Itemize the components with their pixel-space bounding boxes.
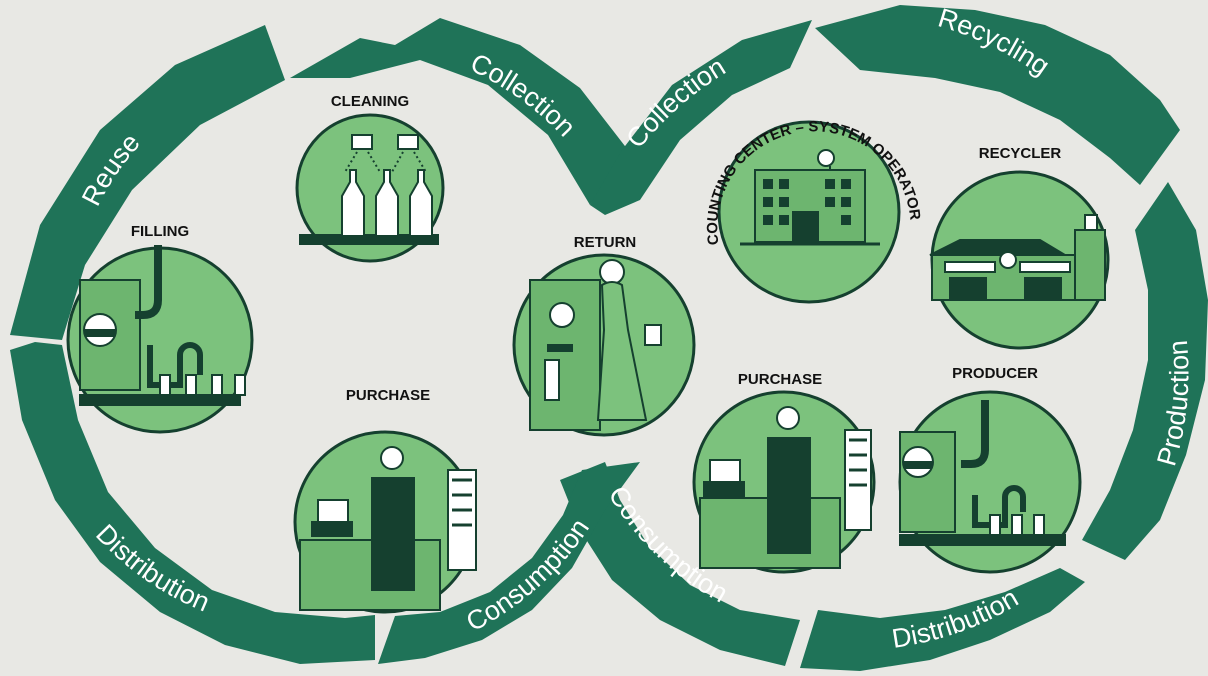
recycling-plant-icon bbox=[929, 214, 1106, 301]
recycler-label: RECYCLER bbox=[979, 145, 1062, 162]
bottle-cleaning-icon bbox=[299, 134, 439, 245]
arrow-band bbox=[10, 5, 1208, 671]
return-station bbox=[512, 253, 696, 437]
collection-left-arrow bbox=[290, 18, 628, 205]
counting-center-station bbox=[717, 120, 901, 304]
producer-label: PRODUCER bbox=[952, 365, 1038, 382]
reuse-arrow bbox=[10, 25, 285, 340]
producer-station bbox=[898, 390, 1082, 574]
consumption-right-arrow bbox=[560, 462, 800, 666]
cleaning-station bbox=[295, 113, 445, 263]
collection-right-arrow bbox=[590, 20, 812, 215]
filling-station bbox=[66, 245, 254, 434]
cleaning-label: CLEANING bbox=[331, 93, 409, 110]
return-label: RETURN bbox=[574, 234, 637, 251]
purchase-right-label: PURCHASE bbox=[738, 371, 822, 388]
cashier-icon bbox=[299, 446, 477, 611]
bottling-machine-icon bbox=[899, 400, 1066, 546]
cashier-icon bbox=[699, 406, 872, 569]
purchase-right-station bbox=[692, 390, 876, 574]
office-building-icon bbox=[740, 149, 880, 246]
recycling-arrow bbox=[815, 5, 1180, 185]
production-arrow bbox=[1082, 182, 1208, 560]
distribution-right-arrow bbox=[800, 568, 1085, 671]
recycler-station bbox=[929, 170, 1110, 350]
filling-machine-icon bbox=[79, 245, 246, 406]
consumption-left-label: Consumption bbox=[461, 513, 595, 637]
consumption-left-arrow bbox=[378, 462, 640, 664]
reverse-vending-icon bbox=[529, 259, 662, 431]
distribution-left-arrow bbox=[10, 342, 375, 664]
purchase-left-label: PURCHASE bbox=[346, 387, 430, 404]
purchase-left-station bbox=[293, 430, 477, 614]
filling-label: FILLING bbox=[131, 223, 189, 240]
